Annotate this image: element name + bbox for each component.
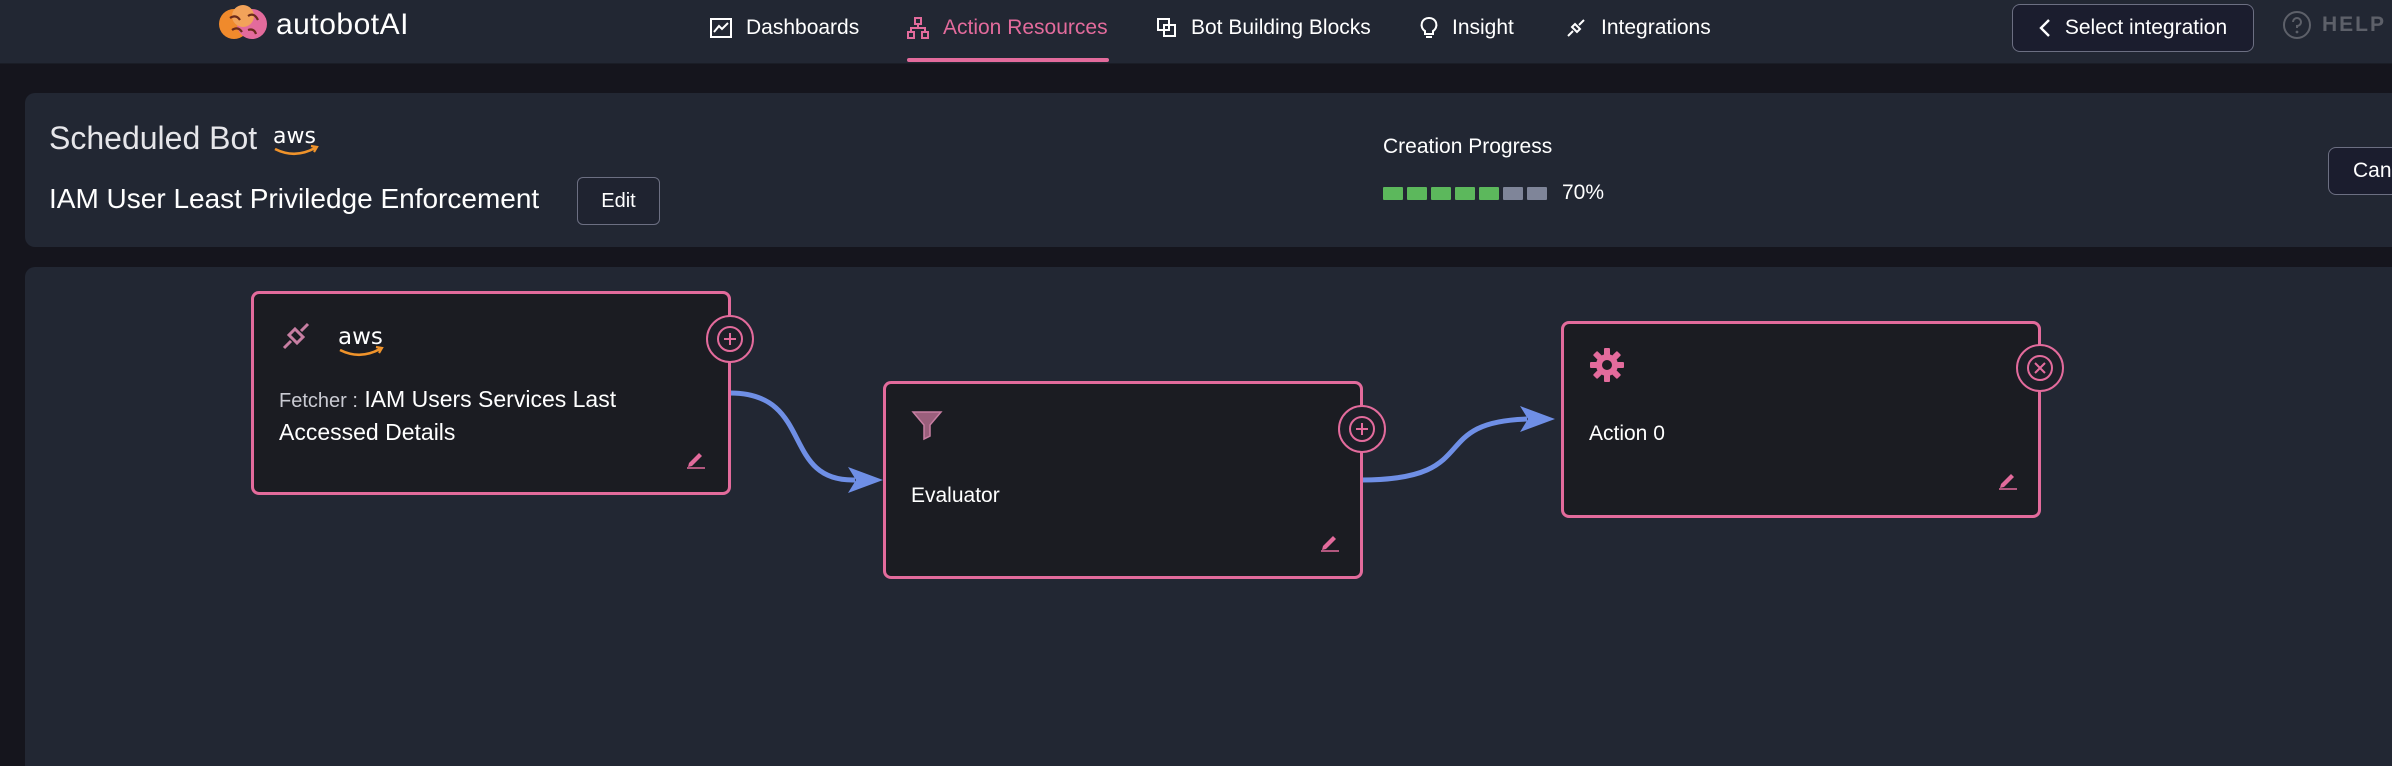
lightbulb-icon <box>1420 17 1438 38</box>
plus-circle-icon <box>1349 416 1375 442</box>
svg-text:aws: aws <box>338 324 383 350</box>
bot-header-panel <box>25 93 2392 247</box>
fetcher-name: IAM Users Services Last Accessed Details <box>279 386 617 445</box>
nav-label: Insight <box>1452 16 1514 39</box>
brand-logo[interactable]: autobotAI <box>218 0 409 50</box>
close-circle-icon <box>2027 355 2053 381</box>
select-integration-button[interactable]: Select integration <box>2012 4 2254 52</box>
edge-fetcher-evaluator <box>729 390 856 483</box>
chart-line-icon <box>710 18 732 38</box>
workflow-edges <box>729 390 1555 493</box>
creation-progress: 70% <box>1383 181 1604 205</box>
pencil-icon[interactable] <box>1997 468 2019 490</box>
evaluator-node[interactable]: Evaluator <box>883 381 1363 579</box>
action-node[interactable]: Action 0 <box>1561 321 2041 518</box>
plus-circle-icon <box>717 326 743 352</box>
progress-segment <box>1383 186 1403 200</box>
progress-segment <box>1407 186 1427 200</box>
nav-label: Action Resources <box>943 16 1108 39</box>
action-title: Action 0 <box>1589 422 1665 445</box>
sitemap-icon <box>907 17 929 39</box>
nav-label: Dashboards <box>746 16 860 39</box>
workflow-canvas[interactable]: aws Fetcher : IAM Users Services Last Ac… <box>25 267 2392 766</box>
fetcher-prefix: Fetcher : <box>279 390 358 412</box>
nav-item-bot-building-blocks[interactable]: Bot Building Blocks <box>1157 10 1371 46</box>
progress-segment <box>1455 186 1475 200</box>
funnel-icon <box>911 411 943 441</box>
edge-evaluator-action <box>1360 416 1528 483</box>
bot-type-label: Scheduled Bot <box>49 120 258 156</box>
help-link[interactable]: HELP <box>2282 10 2386 40</box>
fetcher-node[interactable]: aws Fetcher : IAM Users Services Last Ac… <box>251 291 731 495</box>
brain-logo-icon <box>219 5 267 39</box>
select-integration-label: Select integration <box>2064 16 2228 39</box>
nav-item-dashboards[interactable]: Dashboards <box>710 10 859 46</box>
pencil-icon[interactable] <box>1319 530 1341 552</box>
evaluator-title: Evaluator <box>911 484 1000 507</box>
help-label: HELP <box>2322 13 2387 36</box>
pencil-icon[interactable] <box>685 447 707 469</box>
plug-icon <box>282 322 310 350</box>
nav-item-insight[interactable]: Insight <box>1420 10 1514 46</box>
arrowhead-action <box>1520 406 1555 432</box>
bot-name: IAM User Least Priviledge Enforcement <box>49 183 540 214</box>
question-circle-icon <box>2283 11 2311 39</box>
add-node-button[interactable] <box>706 315 754 363</box>
nav-item-action-resources[interactable]: Action Resources <box>907 10 1108 46</box>
progress-value: 70% <box>1562 181 1605 204</box>
progress-segment <box>1503 186 1523 200</box>
arrowhead-evaluator <box>848 467 883 493</box>
nav-label: Integrations <box>1601 16 1711 39</box>
add-node-button[interactable] <box>1338 405 1386 453</box>
gear-icon <box>1590 348 1624 382</box>
remove-node-button[interactable] <box>2016 344 2064 392</box>
fetcher-title: Fetcher : IAM Users Services Last Access… <box>279 384 679 448</box>
aws-logo-icon: aws <box>338 324 384 357</box>
chevron-left-icon <box>2039 19 2050 37</box>
svg-text:aws: aws <box>273 124 316 149</box>
progress-segment <box>1479 186 1499 200</box>
plug-icon <box>1567 19 1585 37</box>
brand-name: autobotAI <box>276 8 409 41</box>
progress-segment <box>1527 186 1547 200</box>
progress-segments <box>1383 186 1551 200</box>
creation-progress-label: Creation Progress <box>1383 135 1553 158</box>
cancel-button[interactable]: Canc <box>2328 147 2392 195</box>
bot-type-heading: Scheduled Bot aws <box>49 120 321 157</box>
edit-bot-button[interactable]: Edit <box>577 177 660 225</box>
aws-logo-icon: aws <box>273 124 319 156</box>
progress-segment <box>1431 186 1451 200</box>
top-navigation: autobotAI Dashboards Action Resources Bo… <box>0 0 2392 64</box>
nav-item-integrations[interactable]: Integrations <box>1565 10 1711 46</box>
active-tab-indicator <box>907 58 1109 62</box>
nav-label: Bot Building Blocks <box>1191 16 1371 39</box>
blocks-icon <box>1157 18 1176 37</box>
